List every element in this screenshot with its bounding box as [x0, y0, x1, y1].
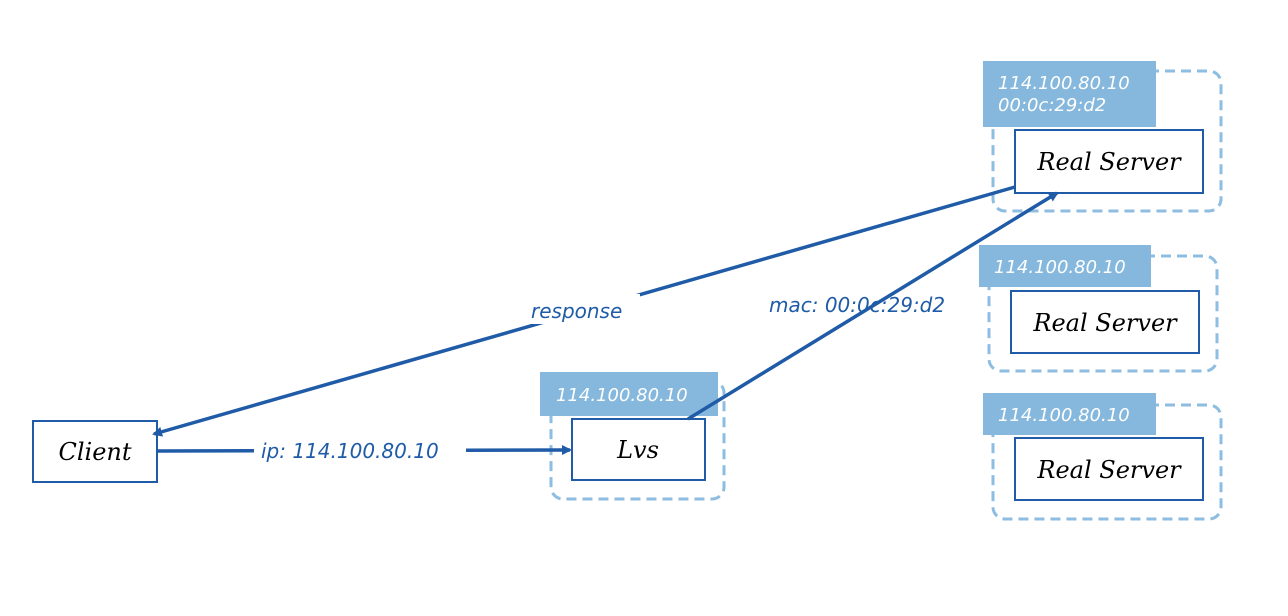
lvs-group-outline — [549, 379, 726, 501]
lvs-ip-text: 114.100.80.10 — [556, 385, 688, 406]
edge-label-bg-ip — [254, 436, 466, 466]
real-server-2-node[interactable]: Real Server — [1010, 290, 1200, 354]
client-node[interactable]: Client — [32, 420, 158, 483]
real-server-3-label: Real Server — [1036, 456, 1182, 484]
real-server-2-ip-tag: 114.100.80.10 — [979, 245, 1151, 287]
lvs-node[interactable]: Lvs — [571, 418, 706, 481]
real-server-3-ip-text: 114.100.80.10 — [998, 405, 1130, 426]
edge-label-mac: mac: 00:0c:29:d2 — [769, 293, 945, 317]
arrow-lvs-to-real-server — [687, 191, 1059, 421]
real-server-2-ip-text: 114.100.80.10 — [994, 257, 1126, 278]
lvs-ip-tag: 114.100.80.10 — [540, 372, 718, 416]
edge-label-bg-response — [524, 294, 640, 324]
real-server-1-label: Real Server — [1036, 148, 1182, 176]
real-server-1-ip-tag: 114.100.80.10 00:0c:29:d2 — [983, 61, 1156, 127]
real-server-1-ip-text: 114.100.80.10 — [998, 73, 1130, 94]
edge-label-ip: ip: 114.100.80.10 — [261, 439, 439, 463]
client-label: Client — [58, 438, 131, 466]
real-server-1-node[interactable]: Real Server — [1014, 129, 1204, 194]
real-server-2-label: Real Server — [1032, 309, 1178, 337]
real-server-1-mac-text: 00:0c:29:d2 — [998, 95, 1106, 116]
lvs-label: Lvs — [616, 436, 659, 464]
real-server-3-ip-tag: 114.100.80.10 — [983, 393, 1156, 435]
real-server-3-node[interactable]: Real Server — [1014, 437, 1204, 501]
edge-label-response: response — [531, 299, 622, 323]
